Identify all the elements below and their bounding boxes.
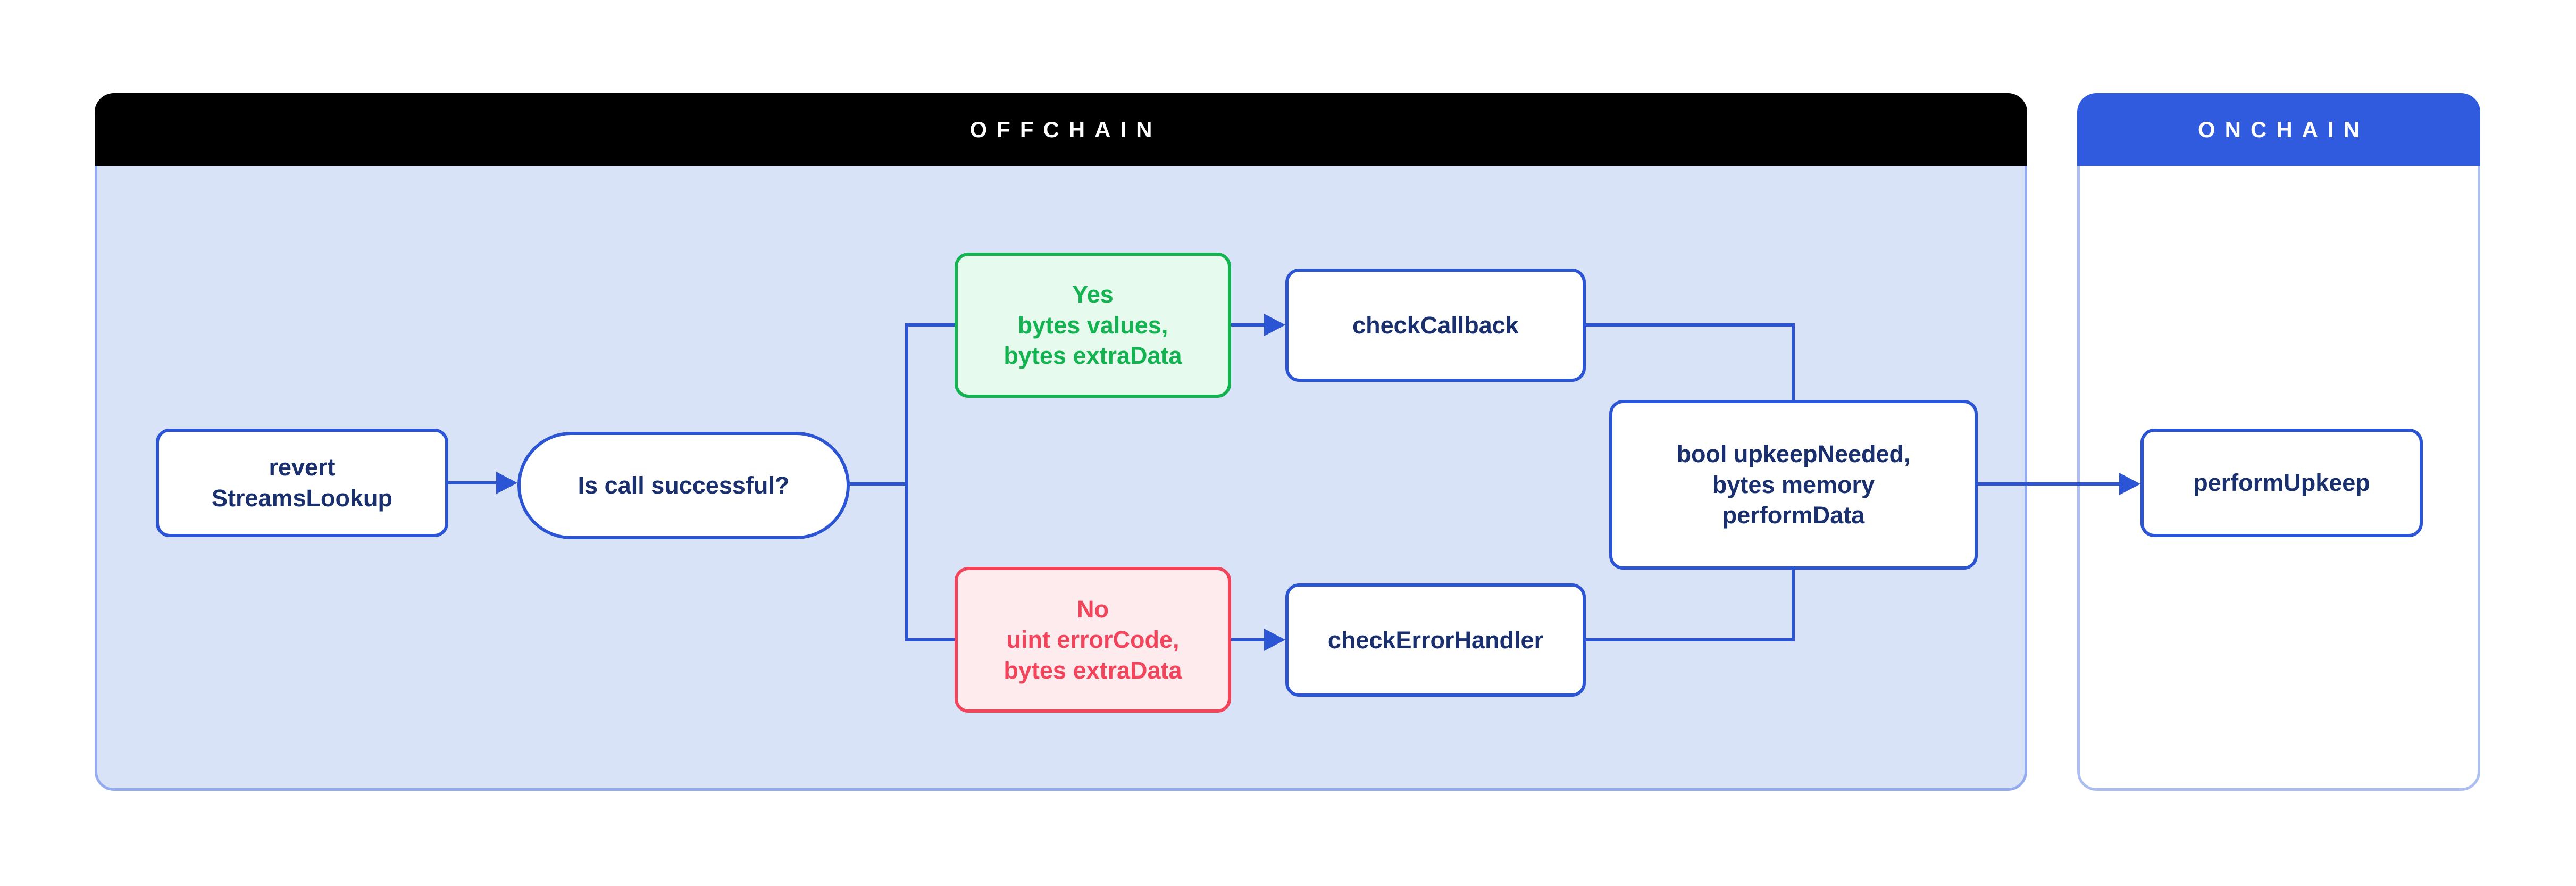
edge-merge-down bbox=[1792, 323, 1795, 403]
arrowhead-into-performupkeep bbox=[2119, 473, 2140, 495]
offchain-header: OFFCHAIN bbox=[95, 93, 2027, 166]
onchain-title: ONCHAIN bbox=[2198, 116, 2369, 142]
node-label: Is call successful? bbox=[578, 472, 790, 499]
node-label-line: StreamsLookup bbox=[211, 484, 393, 512]
node-label-line: bytes values, bbox=[1017, 311, 1168, 339]
node-label: performUpkeep bbox=[2193, 469, 2370, 497]
edge-no-to-checkerrorhandler bbox=[1231, 638, 1266, 641]
node-label-line: No bbox=[1077, 595, 1109, 623]
node-label-line: uint errorCode, bbox=[1006, 626, 1180, 654]
arrowhead-into-checkcallback bbox=[1264, 314, 1285, 336]
edge-split-vertical bbox=[905, 323, 908, 641]
node-label: checkErrorHandler bbox=[1327, 626, 1544, 654]
edge-split-to-no bbox=[907, 638, 957, 641]
node-label-line: revert bbox=[269, 454, 336, 481]
node-is-call-successful: Is call successful? bbox=[517, 432, 850, 539]
node-checkcallback: checkCallback bbox=[1285, 269, 1586, 382]
edge-upkeepneeded-to-performupkeep bbox=[1978, 482, 2120, 486]
edge-checkcallback-to-merge bbox=[1586, 323, 1795, 327]
node-label: checkCallback bbox=[1352, 311, 1519, 339]
node-label-line: bytes memory bbox=[1712, 471, 1875, 498]
node-performupkeep: performUpkeep bbox=[2140, 429, 2423, 537]
edge-checkerrorhandler-to-merge bbox=[1586, 638, 1795, 641]
node-label-line: bytes extraData bbox=[1003, 342, 1182, 370]
offchain-title: OFFCHAIN bbox=[969, 116, 1162, 142]
node-revert-streamslookup: revert StreamsLookup bbox=[156, 429, 448, 537]
edge-revert-to-question bbox=[448, 481, 498, 484]
node-label-line: performData bbox=[1722, 501, 1865, 529]
node-yes-branch: Yes bytes values, bytes extraData bbox=[955, 253, 1231, 398]
node-checkerrorhandler: checkErrorHandler bbox=[1285, 583, 1586, 697]
node-label-line: bool upkeepNeeded, bbox=[1676, 440, 1911, 468]
arrowhead-into-checkerrorhandler bbox=[1264, 629, 1285, 651]
node-label-line: bytes extraData bbox=[1003, 656, 1182, 684]
edge-question-to-split bbox=[850, 482, 908, 486]
arrowhead-into-question bbox=[496, 472, 517, 494]
edge-split-to-yes bbox=[907, 323, 957, 327]
edge-yes-to-checkcallback bbox=[1231, 323, 1266, 327]
node-label-line: Yes bbox=[1072, 281, 1114, 308]
edge-merge-up bbox=[1792, 566, 1795, 641]
node-no-branch: No uint errorCode, bytes extraData bbox=[955, 567, 1231, 713]
node-upkeepneeded-performdata: bool upkeepNeeded, bytes memory performD… bbox=[1609, 400, 1978, 570]
onchain-header: ONCHAIN bbox=[2077, 93, 2480, 166]
